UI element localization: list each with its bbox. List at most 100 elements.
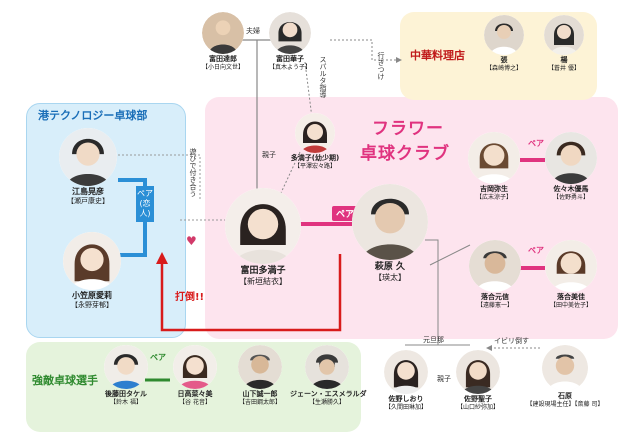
person-sano-kanako: 佐野聖子 【山口紗弥加】 (448, 350, 508, 412)
parent-child-label-bottom: 親子 (437, 375, 451, 383)
person-name: 萩原 久 (374, 262, 406, 272)
china-restaurant-title: 中華料理店 (410, 49, 465, 62)
person-actor: 【永野芽郁】 (71, 301, 113, 309)
parent-child-label-top: 親子 (262, 151, 276, 159)
person-portrait (295, 113, 335, 153)
person-actor: 【鈴木 福】 (110, 399, 142, 406)
person-portrait (59, 128, 117, 186)
sparta-label: スパルタ指導 (319, 56, 327, 98)
person-gotou: 後藤田タケル 【鈴木 福】 (98, 345, 154, 407)
person-name: 佐野聖子 (464, 395, 492, 403)
regular-label: 行きつけ (377, 52, 385, 80)
person-ochiai-miyoshi: 落合美佳 【田中美佐子】 (540, 240, 602, 310)
person-cho: 張 【森崎博之】 (478, 15, 530, 73)
person-name: 落合元信 (481, 293, 509, 301)
person-name: 小笠原愛莉 (72, 291, 112, 300)
person-portrait (545, 240, 597, 292)
flower-club-title-line1: フラワー (372, 119, 444, 139)
person-actor: 【谷 花音】 (179, 399, 211, 406)
person-portrait (544, 15, 584, 55)
person-actor: 【建設現場主任】【斎藤 司】 (526, 401, 604, 408)
yoshioka-sasaki-pair-label: ペア (528, 139, 544, 148)
dating-label: 遊びで付き合う (189, 148, 197, 197)
person-actor: 【真木よう子】 (268, 64, 311, 71)
flower-club-title-line2: 卓球クラブ (360, 144, 450, 164)
person-name: 多満子(幼少期) (290, 154, 340, 162)
rivals-title: 強敵卓球選手 (32, 374, 98, 387)
tech-club-title: 港テクノロジー卓球部 (38, 109, 148, 122)
person-portrait (202, 12, 244, 54)
person-ochiai-motonobu: 落合元信 【遠藤憲一】 (465, 240, 525, 310)
person-name: 落合美佳 (557, 293, 585, 301)
person-portrait (352, 184, 428, 260)
person-portrait (173, 345, 217, 389)
person-portrait (104, 345, 148, 389)
person-portrait (305, 345, 349, 389)
person-actor: 【山口紗弥加】 (456, 404, 499, 411)
person-tomita-hanako: 富田華子 【真木よう子】 (262, 12, 318, 72)
person-portrait (545, 132, 597, 184)
person-jane: ジェーン・エスメラルダ 【生瀬勝久】 (290, 345, 367, 407)
person-actor: 【佐野勇斗】 (552, 194, 589, 201)
person-portrait (225, 188, 301, 264)
person-portrait (484, 15, 524, 55)
person-portrait (456, 350, 500, 394)
person-name: 石原 (558, 392, 572, 400)
person-name: 日高菜々美 (177, 390, 213, 398)
person-actor: 【蒼井 優】 (548, 65, 580, 72)
person-portrait (384, 350, 428, 394)
broken-heart-icon: ♥ (186, 234, 197, 248)
person-name: 富田華子 (276, 55, 304, 63)
person-name: 富田達郎 (209, 55, 237, 63)
person-portrait (63, 232, 121, 290)
person-hagiwara: 萩原 久 【瑛太】 (350, 184, 430, 283)
person-takiko-child: 多満子(幼少期) 【平澤宏々路】 (285, 113, 345, 171)
person-name: 富田多満子 (240, 266, 286, 276)
main-pair-label: ペア (332, 206, 359, 221)
person-actor: 【平澤宏々路】 (293, 163, 336, 170)
person-actor: 【田中美佐子】 (549, 302, 592, 309)
person-actor: 【吉田鋼太郎】 (238, 399, 281, 406)
person-name: 張 (500, 56, 508, 64)
defeat-label: 打倒!! (175, 292, 205, 303)
person-portrait (468, 132, 520, 184)
person-tomita-tatsuo: 富田達郎 【小日向文世】 (195, 12, 251, 72)
person-portrait (238, 345, 282, 389)
person-actor: 【瑛太】 (374, 273, 406, 282)
person-actor: 【新垣結衣】 (239, 277, 287, 286)
person-actor: 【久間田琳加】 (384, 404, 427, 411)
person-name: 江島晃彦 (72, 187, 104, 196)
person-yamashita: 山下誠一郎 【吉田鋼太郎】 (230, 345, 290, 407)
person-actor: 【小日向文世】 (201, 64, 244, 71)
rival-pair-label: ペア (150, 353, 166, 362)
person-name: 佐々木優馬 (553, 185, 589, 193)
person-name: ジェーン・エスメラルダ (290, 390, 367, 398)
person-name: 吉岡弥生 (480, 185, 508, 193)
person-name: 佐野しおり (388, 395, 424, 403)
ex-husband-label: 元旦那 (423, 336, 444, 344)
spouses-label: 夫婦 (246, 27, 260, 35)
person-name: 楊 (560, 56, 568, 64)
person-portrait (469, 240, 521, 292)
person-obara: 小笠原愛莉 【永野芽郁】 (52, 232, 132, 310)
ochiai-pair-label: ペア (528, 246, 544, 255)
person-actor: 【遠藤憲一】 (476, 302, 513, 309)
person-name: 山下誠一郎 (242, 390, 278, 398)
person-name: 後藤田タケル (105, 390, 147, 398)
person-portrait (542, 345, 588, 391)
person-yang: 楊 【蒼井 優】 (538, 15, 590, 73)
person-portrait (269, 12, 311, 54)
person-hidaka: 日高菜々美 【谷 花音】 (167, 345, 223, 407)
person-actor: 【瀬戸康史】 (67, 197, 109, 205)
person-ejima: 江島晃彦 【瀬戸康史】 (52, 128, 124, 206)
person-actor: 【森崎博之】 (485, 65, 522, 72)
person-yoshioka: 吉岡弥生 【広末涼子】 (464, 132, 524, 202)
person-actor: 【広末涼子】 (475, 194, 512, 201)
person-sasaki: 佐々木優馬 【佐野勇斗】 (540, 132, 602, 202)
lovers-label: ペア (恋人) (136, 186, 154, 222)
person-ishihara: 石原 【建設現場主任】【斎藤 司】 (520, 345, 610, 409)
person-sano-shiori: 佐野しおり 【久間田琳加】 (376, 350, 436, 412)
person-actor: 【生瀬勝久】 (308, 399, 345, 406)
bully-label: イビリ倒す (494, 337, 529, 345)
